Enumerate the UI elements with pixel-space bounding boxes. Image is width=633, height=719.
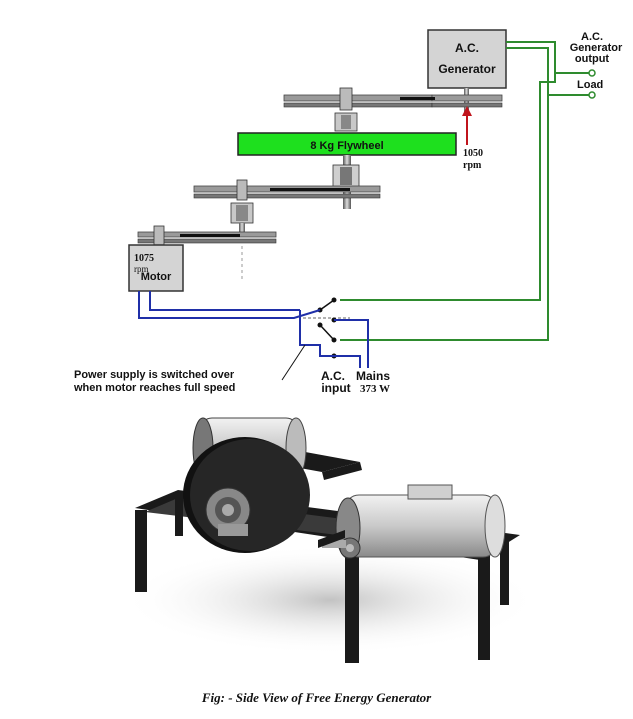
generator-rpm-indicator: 1050 rpm [462,106,483,171]
generator-3d [322,484,506,559]
changeover-switch [303,297,350,359]
output-terminal-1 [588,69,596,77]
generator-label-line2: Generator [438,62,496,76]
load-label: Load [577,79,603,91]
top-pulley-assembly [283,87,503,132]
generator-output-terminals: A.C. Generator output Load [570,31,623,99]
motor-rpm-unit: rpm [134,264,149,274]
front-crossbar [318,530,345,548]
blue-wiring [138,291,369,368]
ac-input-label: A.C. input Mains 373 W [321,369,390,395]
motor-rpm-value: 1075 [134,253,154,264]
generator-rpm-unit: rpm [463,160,482,171]
ac-generator-box: A.C. Generator [427,29,507,89]
flywheel-label: 8 Kg Flywheel [310,140,383,152]
flywheel-3d [183,437,310,553]
flywheel: 8 Kg Flywheel [237,132,457,156]
generator-3d-render [120,417,540,663]
figure-caption: Fig: - Side View of Free Energy Generato… [201,690,432,705]
output-label-line3: output [575,53,610,65]
output-label-line1: A.C. [581,31,603,43]
motor-label: Motor [141,271,172,283]
green-wiring [340,41,589,341]
switch-note-line2: when motor reaches full speed [73,382,235,394]
mains-line1: Mains [356,369,390,383]
ac-input-line1: A.C. [321,369,345,383]
middle-pulley-assembly [193,179,381,233]
switch-annotation: Power supply is switched over when motor… [73,344,306,394]
motor-box: 1075 rpm Motor [128,244,184,292]
generator-rpm-value: 1050 [463,148,483,159]
floor-shadow [120,545,540,655]
mains-line2: 373 W [360,383,390,395]
generator-label-line1: A.C. [455,41,479,55]
output-terminal-2 [588,91,596,99]
output-label-line2: Generator [570,42,623,54]
ac-input-line2: input [321,381,350,395]
middle-coupling [332,155,360,209]
switch-note-line1: Power supply is switched over [74,369,235,381]
